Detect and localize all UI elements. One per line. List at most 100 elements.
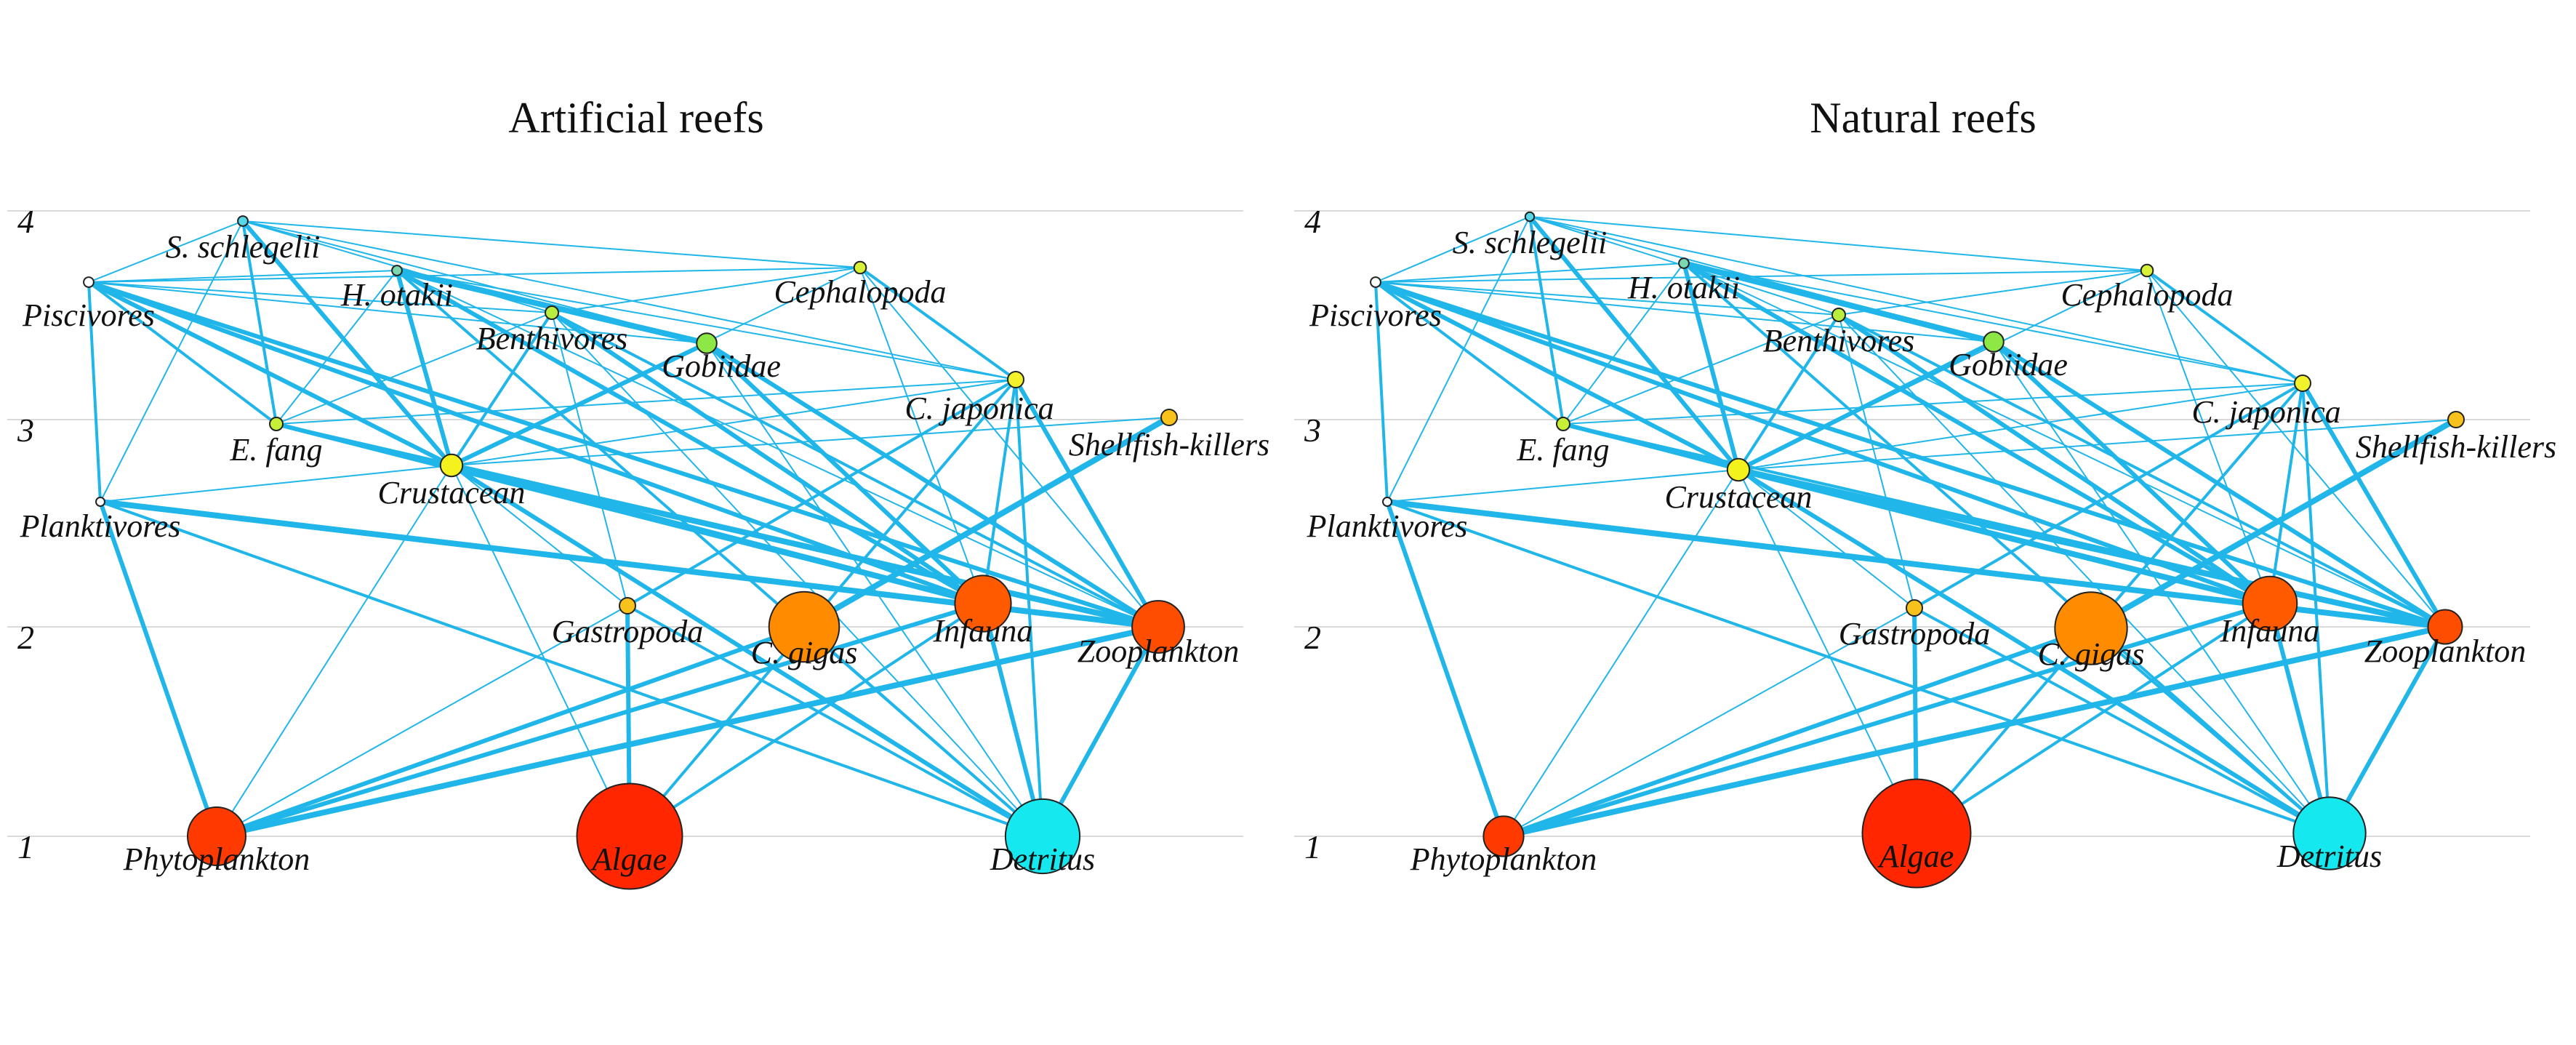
node-label-zooplankton: Zooplankton <box>2364 633 2526 669</box>
node-label-piscivores: Piscivores <box>1309 297 1442 333</box>
node-hotakii <box>391 265 403 276</box>
trophic-link <box>551 312 628 606</box>
node-shellfish <box>2447 411 2465 428</box>
trophic-link <box>2301 382 2331 835</box>
node-label-gastropoda: Gastropoda <box>552 614 704 649</box>
trophic-link <box>2300 381 2447 629</box>
node-benthivores <box>1831 308 1846 322</box>
node-zooplankton <box>1131 600 1185 654</box>
trophic-link <box>1681 260 1997 345</box>
trophic-link <box>1913 606 2331 835</box>
node-label-efang: E. fang <box>229 432 322 468</box>
trophic-link <box>1738 383 2303 471</box>
node-label-hotakii: H. otakii <box>1627 270 1740 305</box>
trophic-link <box>2268 601 2332 836</box>
node-label-sschlegelii: S. schlegelii <box>166 229 321 265</box>
node-cgigas <box>768 590 840 663</box>
trophic-link <box>1528 215 1565 425</box>
node-label-efang: E. fang <box>1516 432 1609 468</box>
node-algae <box>576 782 683 890</box>
node-label-shellfish: Shellfish-killers <box>2356 429 2556 465</box>
node-crustacean <box>439 453 464 478</box>
trophic-link <box>451 417 1170 466</box>
trophic-link <box>1373 280 2272 606</box>
trophic-link <box>1736 467 2448 630</box>
trophic-link <box>100 220 244 503</box>
trophic-link <box>705 341 1160 629</box>
node-planktivores <box>95 497 105 507</box>
trophic-level-label: 3 <box>1304 412 1321 449</box>
trophic-link <box>88 220 244 283</box>
trophic-link <box>1838 314 2330 834</box>
trophic-link <box>88 267 861 283</box>
trophic-link <box>1374 281 1565 425</box>
node-hotakii <box>1678 257 1690 269</box>
trophic-link <box>1683 263 2303 384</box>
node-cgigas <box>2054 591 2128 665</box>
trophic-link <box>2268 382 2304 605</box>
node-algae <box>1861 778 1972 889</box>
trophic-link <box>276 270 398 425</box>
trophic-link <box>1991 340 2272 606</box>
panel-title: Artificial reefs <box>508 94 763 142</box>
node-cephalopoda <box>2140 263 2154 278</box>
trophic-link <box>1373 280 2447 629</box>
node-cephalopoda <box>853 260 867 275</box>
trophic-link <box>242 220 861 268</box>
trophic-link <box>803 625 1044 838</box>
node-label-phytoplankton: Phytoplankton <box>123 841 310 877</box>
trophic-link <box>242 220 1016 380</box>
node-label-benthivores: Benthivores <box>1763 323 1915 359</box>
trophic-link <box>1501 626 2093 838</box>
trophic-link <box>1838 314 1915 609</box>
node-label-gobiidae: Gobiidae <box>662 348 781 384</box>
node-label-cephalopoda: Cephalopoda <box>774 274 946 310</box>
node-label-cephalopoda: Cephalopoda <box>2061 277 2233 313</box>
trophic-link <box>1838 270 2148 316</box>
node-label-cjaponica: C. japonica <box>904 391 1054 426</box>
edge-layer <box>1373 215 2459 839</box>
trophic-link <box>1501 601 2272 838</box>
node-gastropoda <box>619 597 636 614</box>
trophic-link <box>1736 468 2332 836</box>
trophic-link <box>396 270 1016 380</box>
trophic-link <box>1562 314 1839 425</box>
trophic-link <box>449 341 709 468</box>
trophic-link <box>1386 500 2331 835</box>
trophic-link <box>551 312 1043 837</box>
trophic-link <box>395 268 985 606</box>
node-label-zooplankton: Zooplankton <box>1078 633 1239 669</box>
trophic-link <box>551 267 861 313</box>
trophic-link <box>214 624 1161 839</box>
trophic-link <box>451 465 628 606</box>
trophic-link <box>214 601 985 838</box>
node-label-planktivores: Planktivores <box>20 508 181 544</box>
trophic-link <box>1562 263 1685 425</box>
trophic-link <box>395 268 454 468</box>
trophic-link <box>449 463 1161 630</box>
node-zooplankton <box>2427 609 2463 645</box>
trophic-link <box>1682 262 2331 835</box>
node-label-crustacean: Crustacean <box>1665 479 1813 515</box>
trophic-link <box>1014 378 1044 838</box>
node-label-cgigas: C. gigas <box>2038 636 2145 672</box>
trophic-level-label: 3 <box>17 412 34 449</box>
node-label-gobiidae: Gobiidae <box>1949 347 2068 383</box>
node-label-phytoplankton: Phytoplankton <box>1410 841 1597 877</box>
trophic-link <box>1375 270 2148 283</box>
trophic-level-label: 4 <box>17 203 34 240</box>
trophic-link <box>1562 383 2303 425</box>
trophic-level-label: 1 <box>17 828 34 865</box>
node-planktivores <box>1382 497 1392 507</box>
trophic-link <box>1737 313 1840 471</box>
node-crustacean <box>1726 457 1751 482</box>
node-label-piscivores: Piscivores <box>22 297 155 333</box>
trophic-link <box>1014 377 1160 629</box>
trophic-link <box>1375 263 1685 283</box>
trophic-link <box>1375 281 1994 343</box>
panel-title: Natural reefs <box>1810 94 2036 142</box>
trophic-link <box>1040 625 1160 838</box>
trophic-link <box>1528 215 1741 472</box>
